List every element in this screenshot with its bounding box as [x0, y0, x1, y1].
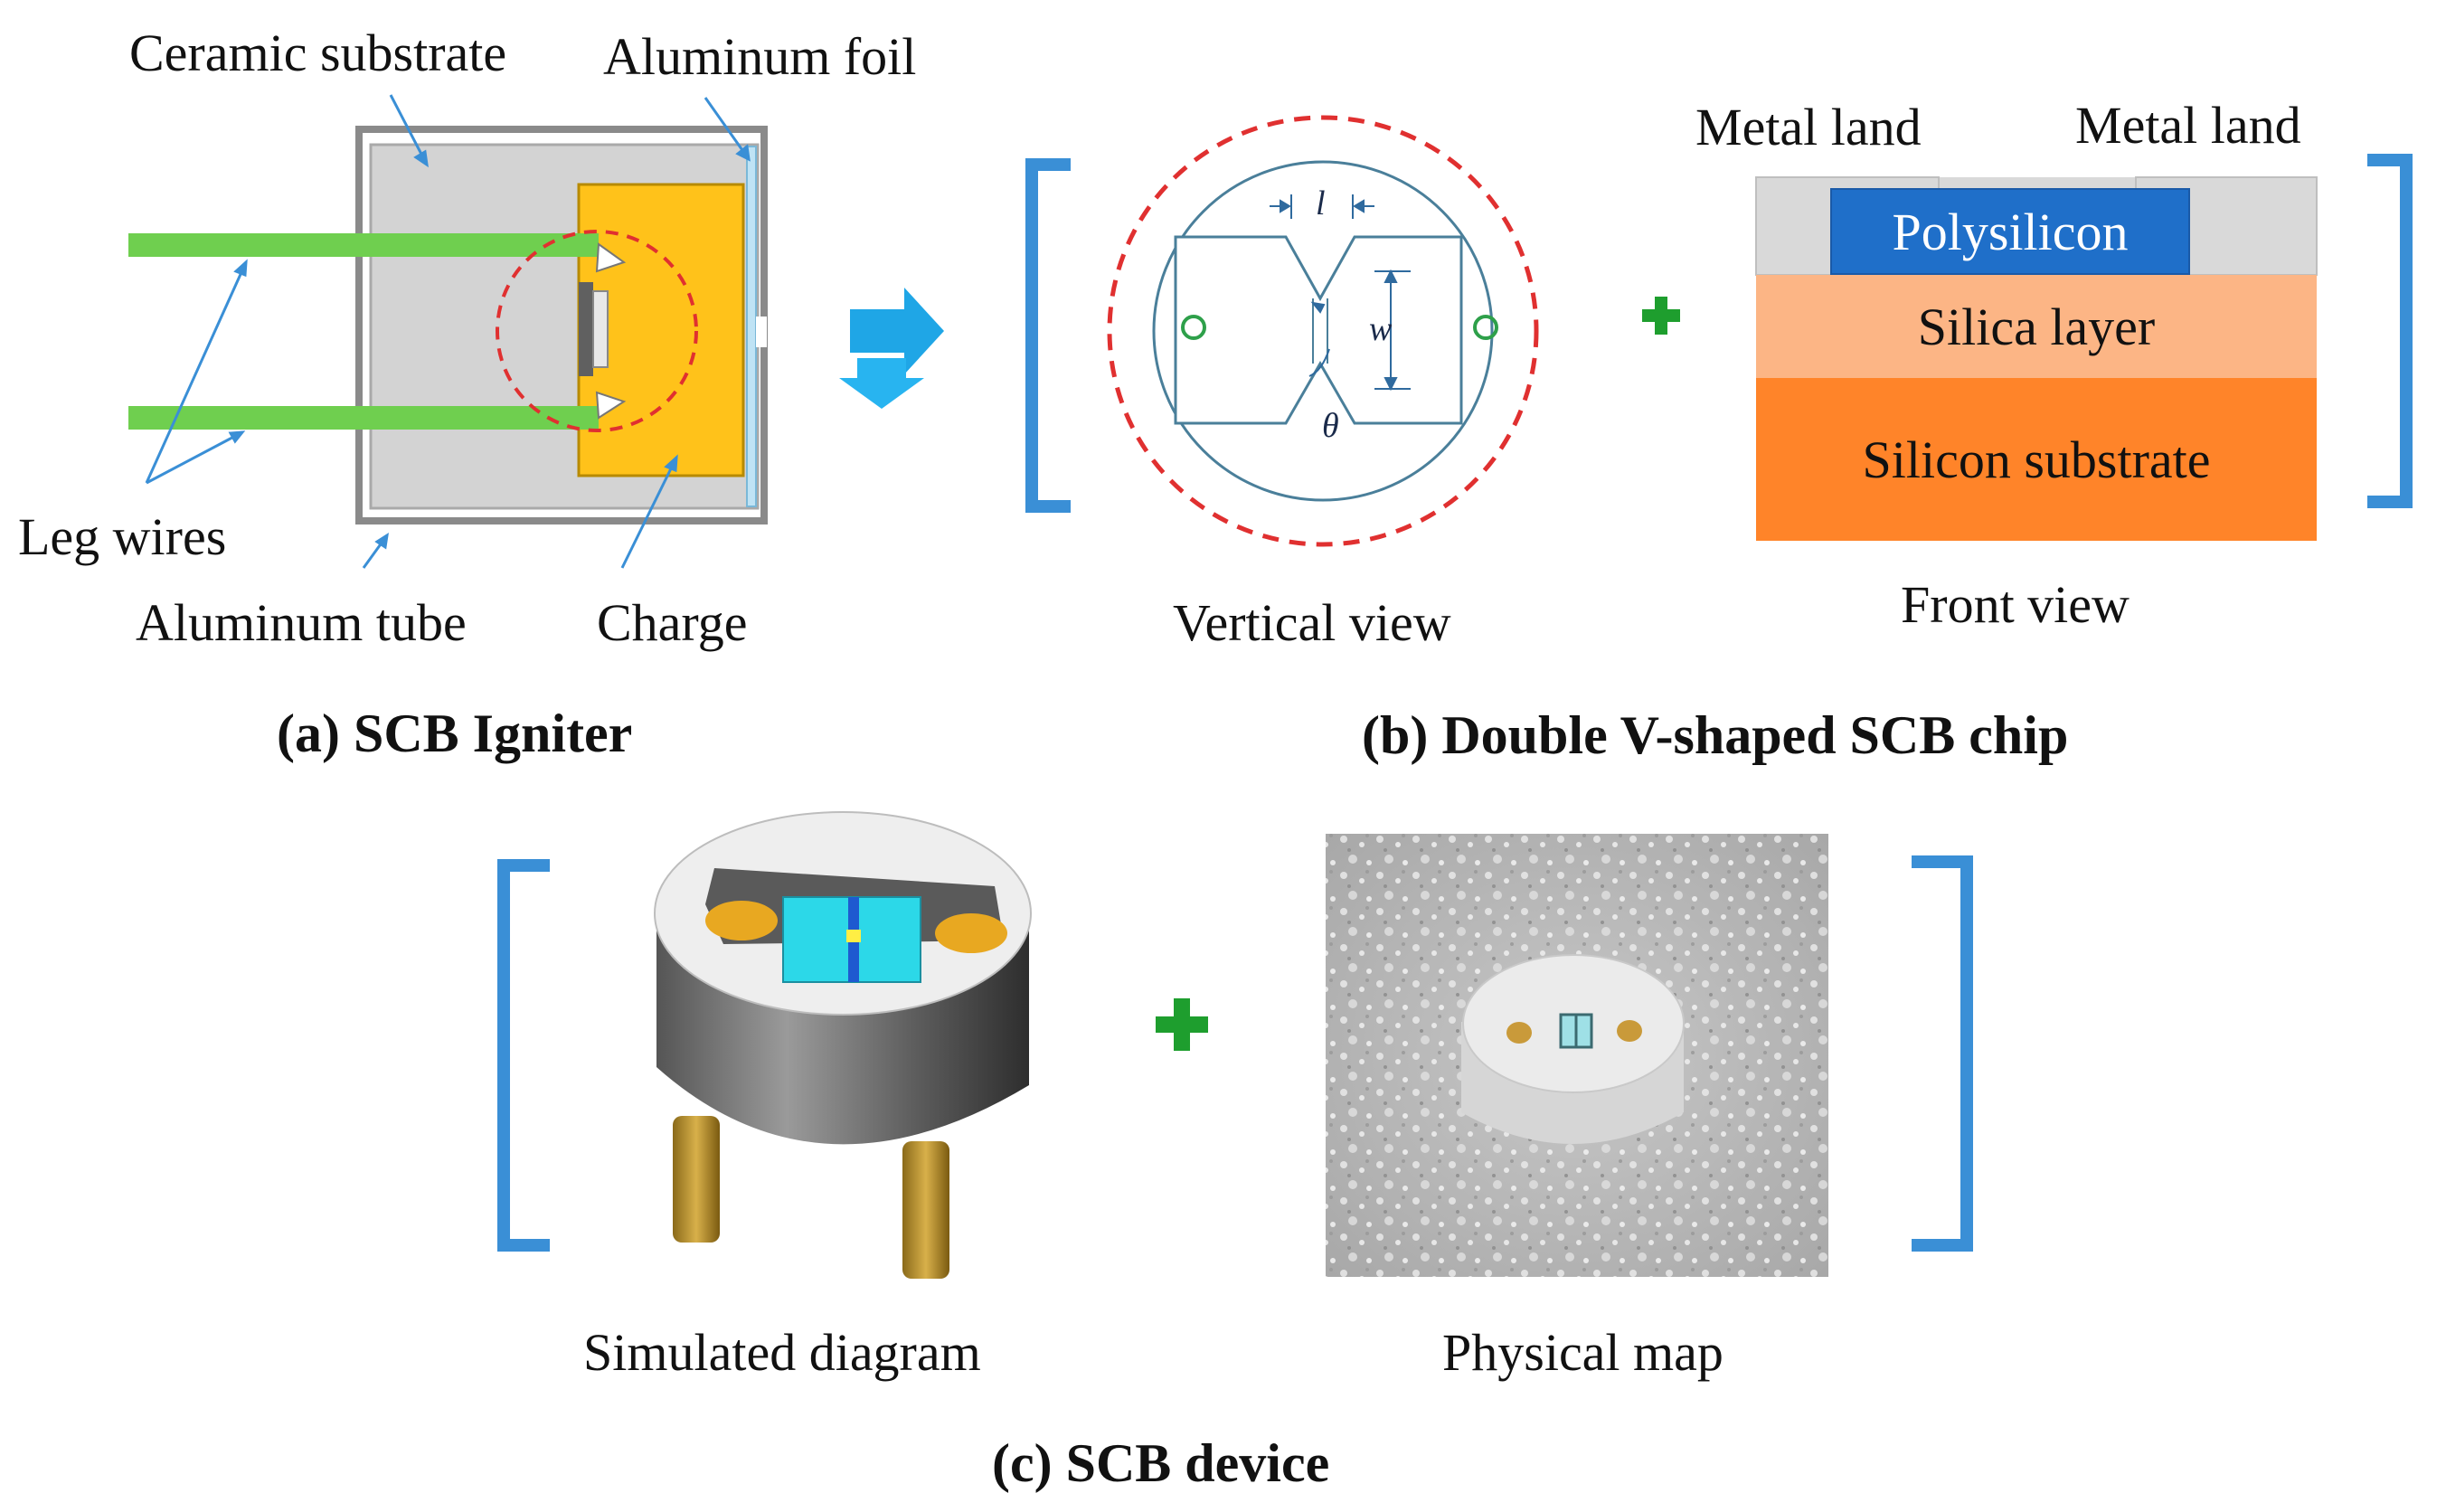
- physical-photo: [1326, 834, 1828, 1277]
- leg-wire-bottom: [128, 406, 599, 430]
- caption-c: (c) SCB device: [992, 1433, 1330, 1493]
- layer-silica: Silica layer: [1756, 275, 2317, 378]
- label-ceramic-substrate: Ceramic substrate: [129, 24, 507, 82]
- double-v-bridge: [1174, 235, 1463, 425]
- caption-a: (a) SCB Igniter: [277, 704, 633, 763]
- layer-polysilicon: Polysilicon: [1830, 188, 2190, 275]
- label-metal-land-left: Metal land: [1695, 98, 1922, 156]
- detail-circle: [496, 230, 698, 432]
- label-simulated-diagram: Simulated diagram: [583, 1323, 981, 1382]
- bracket-c-left: [497, 859, 550, 1252]
- label-front-view: Front view: [1901, 575, 2130, 634]
- label-metal-land-right: Metal land: [2075, 96, 2301, 155]
- vertical-view-drawing: [1107, 115, 1539, 547]
- label-aluminum-foil: Aluminum foil: [603, 27, 917, 86]
- label-charge: Charge: [597, 593, 748, 652]
- aluminum-foil: [746, 146, 757, 507]
- symbol-w: w: [1369, 310, 1393, 348]
- symbol-l: l: [1316, 184, 1326, 222]
- bracket-b-left: [1025, 158, 1071, 513]
- simulated-device: [654, 811, 1032, 1279]
- label-leg-wires: Leg wires: [18, 507, 227, 566]
- transition-arrow: [839, 288, 944, 409]
- label-aluminum-tube: Aluminum tube: [136, 593, 467, 652]
- layer-silicon-substrate: Silicon substrate: [1756, 378, 2317, 541]
- igniter-drawing: [128, 94, 768, 569]
- plus-b: [1642, 297, 1680, 335]
- symbol-theta: θ: [1322, 407, 1339, 445]
- plus-c: [1156, 998, 1208, 1051]
- label-vertical-view: Vertical view: [1173, 593, 1451, 652]
- leg-wire-top: [128, 233, 599, 257]
- label-physical-map: Physical map: [1442, 1323, 1724, 1382]
- bracket-c-right: [1912, 855, 1973, 1252]
- bracket-b-right: [2367, 154, 2413, 508]
- caption-b: (b) Double V-shaped SCB chip: [1362, 705, 2069, 765]
